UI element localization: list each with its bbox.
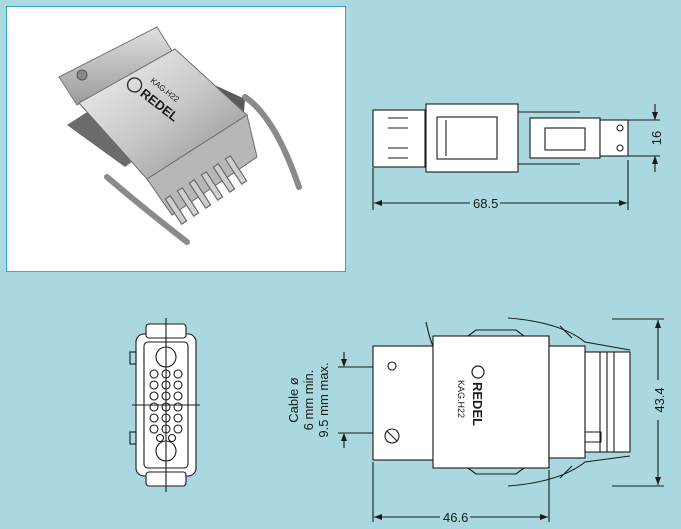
- arrow-icon: [652, 112, 658, 120]
- arrow-icon: [374, 514, 382, 520]
- arrow-icon: [655, 477, 661, 485]
- arrow-icon: [374, 200, 382, 206]
- latch-spring-right: [242, 94, 302, 190]
- dimension-length-side: 46.6: [443, 510, 468, 525]
- cable-label-line1: Cable ø: [286, 377, 301, 423]
- connector-photo: REDEL KAG.H22: [58, 26, 302, 245]
- screw-icon: [76, 69, 88, 81]
- arrow-icon: [341, 359, 347, 367]
- contact-pins: [164, 154, 248, 226]
- dimension-length-top: 68.5: [473, 196, 498, 211]
- side-brand-text: REDEL: [470, 382, 485, 426]
- side-model-text: KAG.H22: [456, 380, 466, 418]
- connector-lower-body: [146, 114, 258, 216]
- dimension-height-side: 43.4: [652, 387, 667, 412]
- cable-label-line3: 9.5 mm max.: [316, 362, 331, 437]
- cable-diameter-label: Cable ø 6 mm min. 9.5 mm max.: [286, 362, 331, 437]
- arrow-icon: [341, 433, 347, 441]
- side-view-marking: REDEL KAG.H22: [456, 365, 485, 426]
- redel-logo-icon: [471, 365, 485, 379]
- arrow-icon: [655, 320, 661, 328]
- cable-label-line2: 6 mm min.: [301, 370, 316, 431]
- redel-logo-icon: [126, 77, 143, 93]
- arrow-icon: [619, 200, 627, 206]
- side-view: [338, 317, 664, 522]
- arrow-icon: [540, 514, 548, 520]
- top-view: [372, 103, 660, 210]
- arrow-icon: [652, 156, 658, 164]
- dimension-height-top: 16: [649, 131, 664, 145]
- latch-spring-left: [104, 174, 190, 245]
- contact-grid: [149, 369, 183, 443]
- front-view: [129, 318, 200, 492]
- product-photo-panel: REDEL KAG.H22: [6, 6, 346, 272]
